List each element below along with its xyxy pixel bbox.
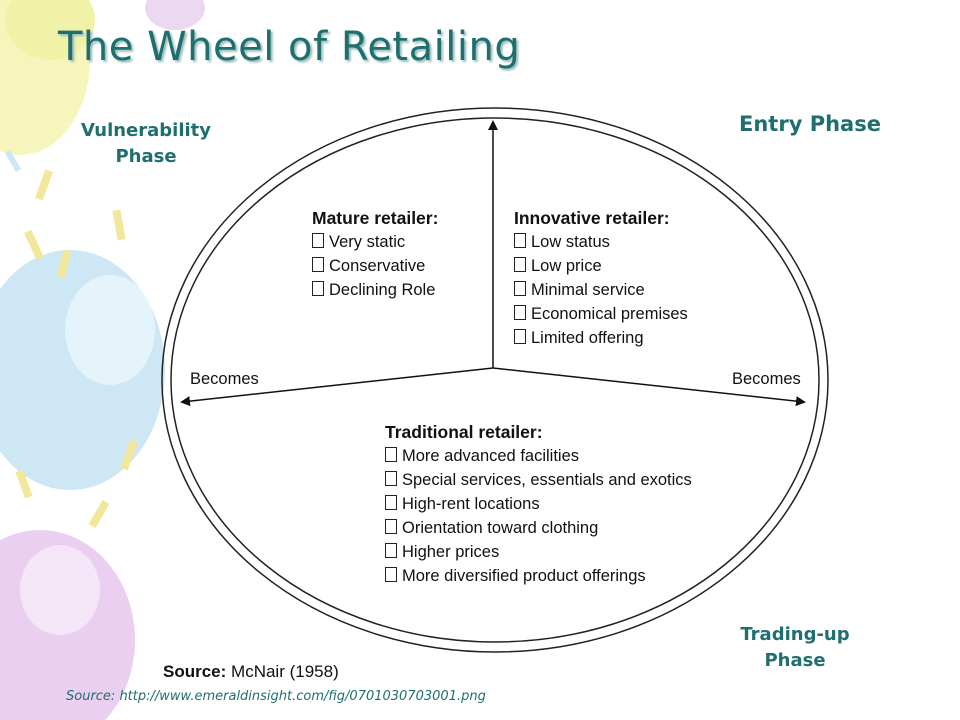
vulnerability-phase-line-2: Phase [115,146,177,167]
wheel-outer-ring [161,107,829,653]
wheel-inner-ring [170,117,820,643]
traditional-item: High-rent locations [385,492,692,516]
wheel-diagram [161,107,829,653]
slide-title: The Wheel of Retailing [58,24,521,70]
mature-retailer-box: Mature retailer: Very static Conservativ… [312,206,438,302]
traditional-retailer-box: Traditional retailer: More advanced faci… [385,420,692,588]
innovative-retailer-heading: Innovative retailer: [514,208,670,228]
becomes-left-label: Becomes [190,370,259,388]
traditional-item: More diversified product offerings [385,564,692,588]
trading-up-phase-label: Trading-up Phase [700,622,890,674]
vulnerability-phase-label: Vulnerability Phase [56,118,236,170]
innovative-item: Economical premises [514,302,688,326]
source-citation: Source: McNair (1958) [163,662,339,682]
traditional-item: Higher prices [385,540,692,564]
innovative-retailer-box: Innovative retailer: Low status Low pric… [514,206,688,350]
traditional-retailer-heading: Traditional retailer: [385,422,543,442]
traditional-item: More advanced facilities [385,444,692,468]
vulnerability-phase-line-1: Vulnerability [80,120,212,141]
entry-phase-label: Entry Phase [739,112,881,136]
trading-up-phase-line-2: Phase [764,650,826,671]
source-url-line: Source: http://www.emeraldinsight.com/fi… [66,689,486,704]
innovative-item: Low price [514,254,688,278]
right-arrow [492,367,806,407]
mature-retailer-heading: Mature retailer: [312,208,439,228]
trading-up-phase-line-1: Trading-up [740,624,850,645]
lilac-balloon [145,0,205,30]
innovative-item: Low status [514,230,688,254]
innovative-item: Limited offering [514,326,688,350]
mature-item: Conservative [312,254,438,278]
mature-item: Declining Role [312,278,438,302]
source-text: McNair (1958) [231,662,339,681]
traditional-item: Special services, essentials and exotics [385,468,692,492]
traditional-item: Orientation toward clothing [385,516,692,540]
becomes-right-label: Becomes [732,370,801,388]
mature-item: Very static [312,230,438,254]
left-arrow [180,367,494,407]
source-label: Source: [163,662,227,681]
innovative-item: Minimal service [514,278,688,302]
